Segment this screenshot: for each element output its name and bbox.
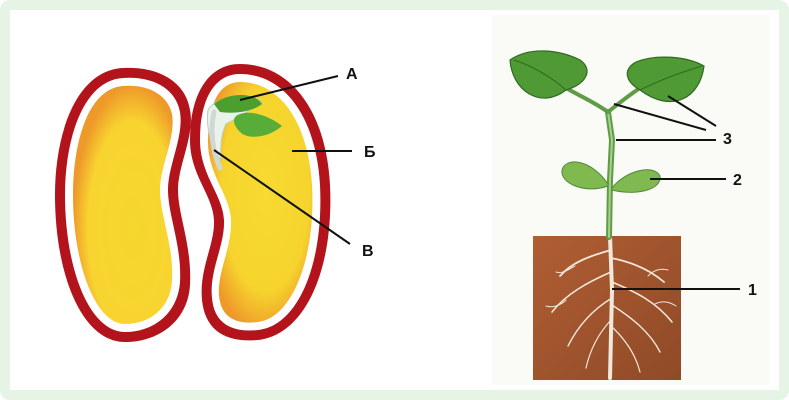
label-3: 3 — [723, 131, 732, 148]
label-v: В — [362, 243, 374, 260]
bean-right-half — [190, 64, 330, 340]
bean-seed: А Б В — [55, 64, 376, 342]
label-a: А — [346, 66, 358, 83]
bean-left-half — [55, 68, 191, 342]
seedling: 3 2 1 — [492, 15, 770, 385]
label-1: 1 — [748, 282, 757, 299]
label-b: Б — [364, 144, 376, 161]
label-2: 2 — [733, 172, 742, 189]
